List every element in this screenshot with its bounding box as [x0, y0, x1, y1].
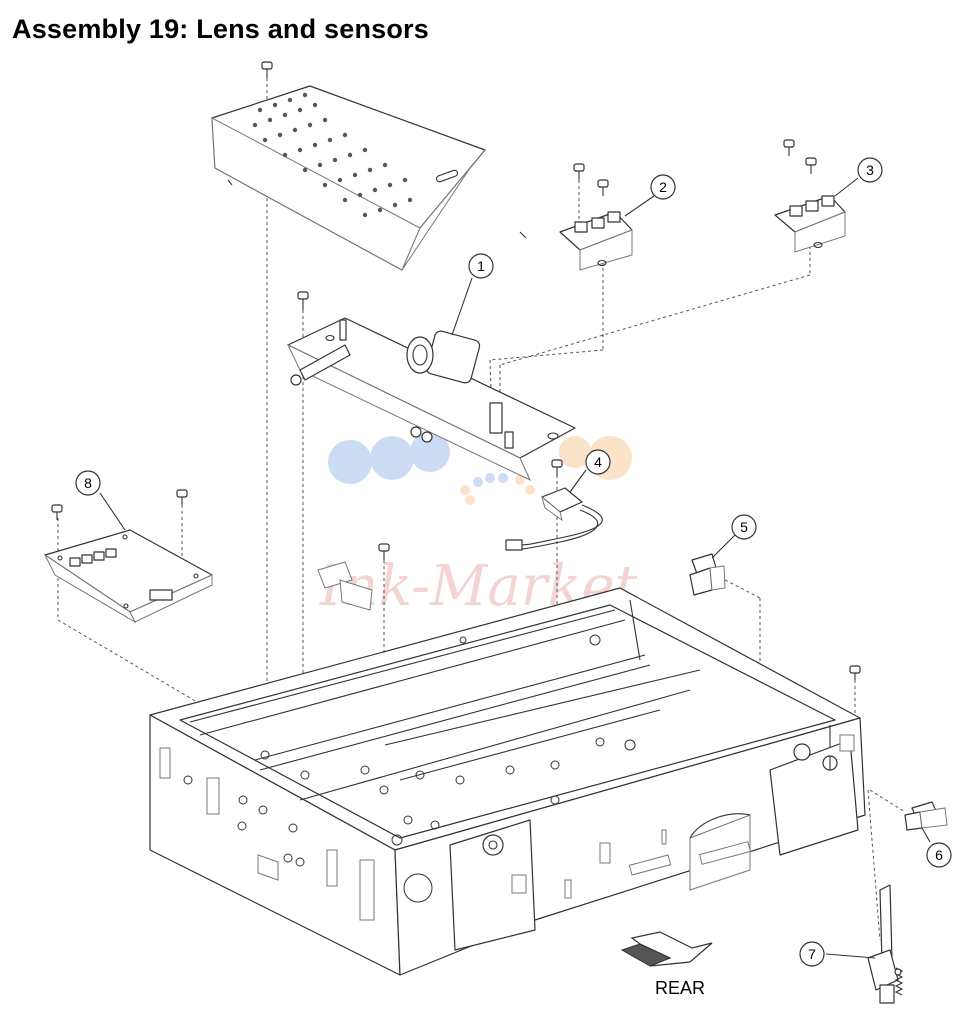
- rear-label: REAR: [655, 978, 705, 998]
- svg-text:6: 6: [935, 847, 943, 863]
- sensor-bracket-3: [774, 139, 846, 253]
- svg-text:5: 5: [740, 519, 748, 535]
- callouts: 1 2 3 4 5 6 7 8: [75, 157, 952, 967]
- sensor-bracket-2: [559, 163, 633, 271]
- rear-arrow: REAR: [620, 931, 713, 998]
- main-frame: [149, 587, 866, 976]
- svg-text:3: 3: [866, 162, 874, 178]
- sensor-cable-4: [505, 459, 603, 551]
- small-bracket: [317, 543, 390, 611]
- svg-text:1: 1: [477, 258, 485, 274]
- callout-7: 7: [799, 941, 825, 967]
- screw-lens: [297, 291, 309, 310]
- callout-5: 5: [731, 514, 757, 540]
- callout-4: 4: [585, 449, 611, 475]
- top-cover: [211, 85, 527, 271]
- callout-8: 8: [75, 470, 101, 496]
- callout-2: 2: [650, 174, 676, 200]
- actuator-7: [867, 884, 904, 1004]
- screw-cover: [261, 61, 273, 78]
- sensor-6: [904, 801, 948, 831]
- callout-3: 3: [857, 157, 883, 183]
- watermark: Ink-Market: [319, 432, 638, 619]
- sensor-5: [689, 553, 726, 596]
- circuit-board-8: [43, 489, 213, 624]
- svg-text:4: 4: [594, 454, 602, 470]
- page-title: Assembly 19: Lens and sensors: [12, 14, 429, 44]
- callout-1: 1: [468, 253, 494, 279]
- callout-6: 6: [926, 842, 952, 868]
- lens-assembly: [286, 317, 576, 482]
- svg-text:2: 2: [659, 179, 667, 195]
- svg-text:8: 8: [84, 475, 92, 491]
- screw-right: [849, 665, 861, 680]
- leader-lines: [99, 177, 931, 959]
- svg-text:7: 7: [808, 946, 816, 962]
